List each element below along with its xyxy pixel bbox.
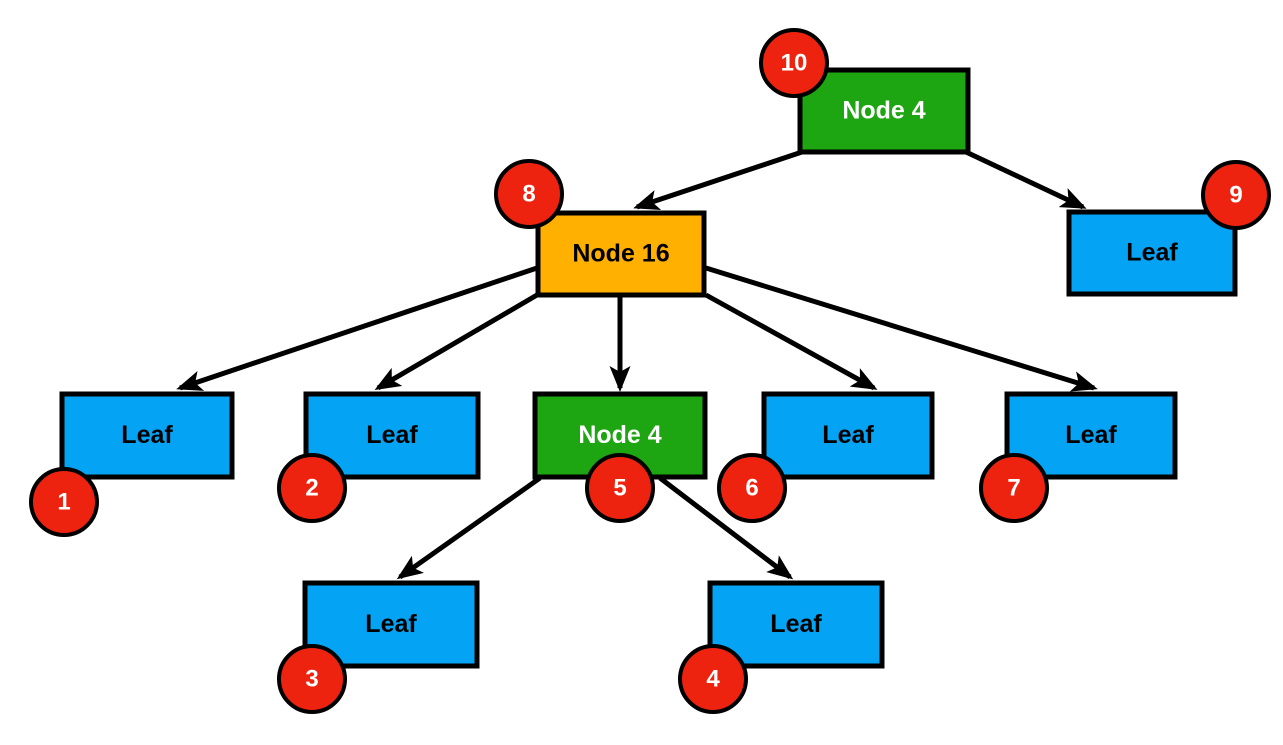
- node-box[interactable]: [797, 67, 971, 155]
- node-box[interactable]: [707, 580, 885, 669]
- node-index-badge[interactable]: 5: [585, 453, 655, 523]
- badge-label: 5: [613, 474, 626, 501]
- badge-circle[interactable]: [979, 453, 1049, 523]
- node-label: Leaf: [1065, 421, 1117, 449]
- node-label: Leaf: [365, 610, 417, 638]
- badge-circle[interactable]: [678, 644, 748, 714]
- badge-label: 4: [706, 665, 720, 692]
- node-index-badge[interactable]: 7: [979, 453, 1049, 523]
- badge-label: 3: [305, 665, 318, 692]
- tree-edge: [176, 265, 538, 391]
- badge-label: 9: [1229, 181, 1242, 208]
- badge-label: 2: [305, 474, 318, 501]
- tree-edge: [964, 149, 1087, 210]
- badge-label: 7: [1007, 474, 1020, 501]
- node-box[interactable]: [59, 391, 235, 480]
- node-box[interactable]: [1066, 209, 1238, 297]
- node-label: Leaf: [366, 421, 418, 449]
- leaf-node[interactable]: Leaf: [761, 391, 935, 480]
- leaf-node[interactable]: Leaf: [1066, 209, 1238, 297]
- badges-layer: 10 8 9 1 2 5 6 7 3 4: [29, 28, 1271, 714]
- badge-circle[interactable]: [585, 453, 655, 523]
- node-box[interactable]: [535, 210, 707, 298]
- tree-edge: [658, 476, 794, 580]
- node-index-badge[interactable]: 10: [759, 28, 829, 98]
- node-index-badge[interactable]: 6: [717, 453, 787, 523]
- badge-circle[interactable]: [759, 28, 829, 98]
- leaf-node[interactable]: Leaf: [707, 580, 885, 669]
- badge-circle[interactable]: [277, 644, 347, 714]
- node-label: Node 4: [578, 421, 661, 449]
- node-index-badge[interactable]: 1: [29, 467, 99, 537]
- badge-circle[interactable]: [494, 159, 564, 229]
- badge-label: 1: [57, 488, 70, 515]
- node-box[interactable]: [761, 391, 935, 480]
- edges-layer: [176, 149, 1098, 580]
- tree-edge: [705, 265, 1098, 392]
- node-label: Leaf: [1126, 239, 1178, 267]
- badge-label: 6: [745, 474, 758, 501]
- badge-circle[interactable]: [1201, 160, 1271, 230]
- leaf-node[interactable]: Leaf: [59, 391, 235, 480]
- internal-node[interactable]: Node 16: [535, 210, 707, 298]
- node-label: Leaf: [822, 421, 874, 449]
- node-index-badge[interactable]: 8: [494, 159, 564, 229]
- node-label: Node 16: [572, 240, 669, 268]
- internal-node[interactable]: Node 4: [797, 67, 971, 155]
- tree-edge: [704, 292, 878, 391]
- badge-label: 8: [522, 180, 535, 207]
- node-label: Leaf: [770, 610, 822, 638]
- tree-edge: [633, 149, 803, 211]
- node-index-badge[interactable]: 2: [277, 453, 347, 523]
- badge-circle[interactable]: [277, 453, 347, 523]
- tree-edge: [396, 475, 542, 580]
- badge-circle[interactable]: [29, 467, 99, 537]
- node-index-badge[interactable]: 9: [1201, 160, 1271, 230]
- badge-label: 10: [781, 49, 808, 76]
- node-index-badge[interactable]: 4: [678, 644, 748, 714]
- tree-edge: [374, 292, 539, 391]
- badge-circle[interactable]: [717, 453, 787, 523]
- node-label: Node 4: [842, 97, 925, 125]
- node-index-badge[interactable]: 3: [277, 644, 347, 714]
- node-label: Leaf: [121, 421, 173, 449]
